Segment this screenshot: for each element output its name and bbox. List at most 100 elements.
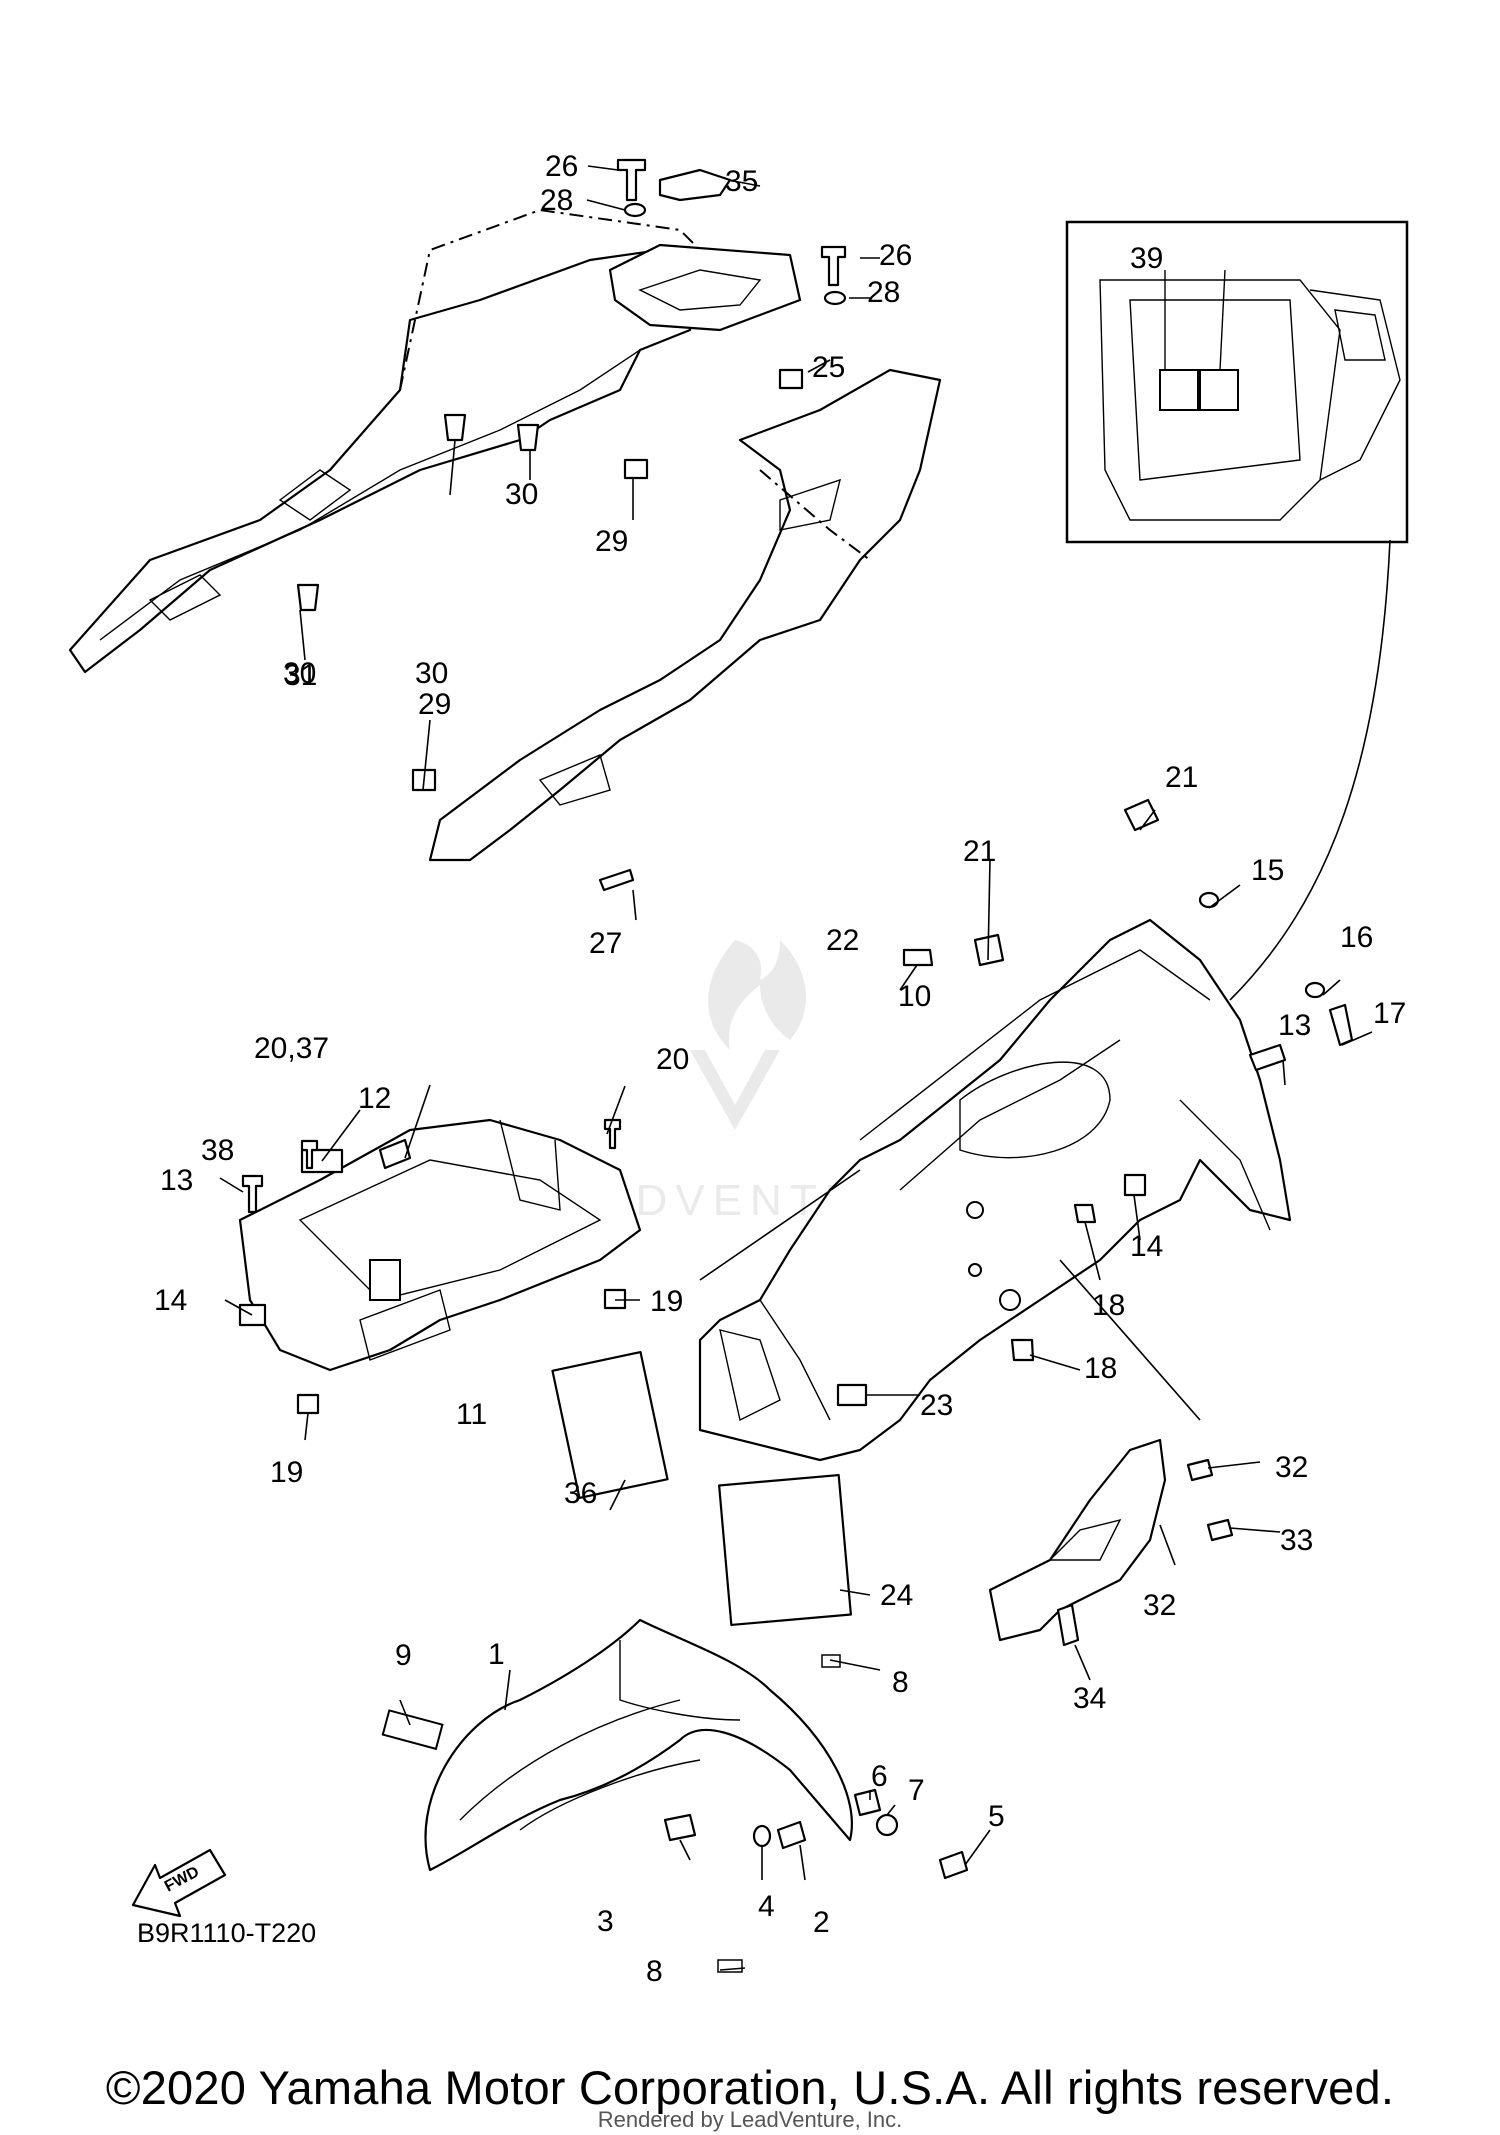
callout: 28 [867, 276, 900, 309]
bolt-icon [1328, 1003, 1354, 1047]
bolt-icon [598, 868, 635, 892]
screw-icon [300, 1139, 319, 1170]
mud-flap [718, 1473, 852, 1627]
rivet-icon [516, 423, 540, 452]
callout: 29 [595, 525, 628, 558]
battery-box [238, 1118, 642, 1372]
screw-icon [603, 1118, 622, 1150]
rivet-icon [443, 413, 467, 442]
inset-detail [1065, 220, 1409, 1001]
clip-icon [623, 458, 649, 480]
callout: 8 [646, 1955, 663, 1988]
washer-icon [875, 1813, 899, 1837]
callout: 18 [1084, 1352, 1117, 1385]
washer-icon [623, 202, 647, 218]
tail-cover [988, 1438, 1167, 1642]
nut-icon [853, 1788, 882, 1817]
callout: 8 [892, 1666, 909, 1699]
screw-icon [1056, 1603, 1080, 1647]
screw-icon [1186, 1458, 1214, 1482]
clip-icon [378, 1138, 412, 1170]
bolt-icon [938, 1850, 969, 1880]
callout: 30 [505, 478, 538, 511]
bolt-icon [776, 1820, 807, 1850]
callout: 6 [871, 1760, 888, 1793]
callout: 31 [284, 659, 317, 692]
callout: 2 [813, 1906, 830, 1939]
grommet-icon [836, 1383, 868, 1407]
callout: 32 [1143, 1589, 1176, 1622]
rear-fender [698, 918, 1292, 1462]
seat-cowling [68, 208, 942, 862]
callout: 13 [160, 1164, 193, 1197]
callout: 19 [650, 1285, 683, 1318]
bolt-icon [1248, 1043, 1287, 1072]
callout: 24 [880, 1579, 913, 1612]
clip-icon [778, 368, 804, 390]
callout: 25 [812, 351, 845, 384]
callout: 33 [1280, 1524, 1313, 1557]
bolt-icon [241, 1174, 264, 1214]
callout: 11 [456, 1398, 487, 1431]
leader-lines [219, 165, 1373, 1971]
callout: 35 [725, 165, 758, 198]
washer-icon [1304, 981, 1326, 999]
rivet-icon [296, 583, 320, 612]
callout: 21 [963, 835, 996, 868]
washer-icon [1198, 891, 1220, 909]
washer-icon [752, 1824, 772, 1848]
reflector-plate [551, 1350, 669, 1500]
nut-icon [603, 1288, 627, 1310]
callout: 13 [1278, 1009, 1311, 1042]
callout: 38 [201, 1134, 234, 1167]
callout: 32 [1275, 1451, 1308, 1484]
callout: 36 [564, 1477, 597, 1510]
front-fender [424, 1618, 853, 1872]
callout: 21 [1165, 761, 1198, 794]
rendered-by-text: Rendered by LeadVenture, Inc. [597, 2107, 903, 2132]
callout: 1 [488, 1638, 505, 1671]
callout: 26 [879, 239, 912, 272]
callout: 12 [358, 1082, 391, 1115]
callout: 14 [1130, 1230, 1163, 1263]
screw-icon [1206, 1518, 1234, 1542]
callout: 22 [826, 924, 859, 957]
callout: 39 [1130, 242, 1163, 275]
callout: 15 [1251, 854, 1284, 887]
clip-icon [1123, 1173, 1147, 1197]
grommet-icon [658, 168, 732, 202]
nut-icon [296, 1393, 320, 1415]
clip-icon [1123, 798, 1160, 832]
callout: 23 [920, 1389, 953, 1422]
callout: 19 [270, 1456, 303, 1489]
emblem-icon [381, 1709, 444, 1751]
callout: 34 [1073, 1682, 1106, 1715]
callout: 16 [1340, 921, 1373, 954]
callout: 20 [656, 1043, 689, 1076]
callout: 28 [540, 184, 573, 217]
callout: 4 [758, 1890, 775, 1923]
clip-icon [1073, 1203, 1097, 1224]
callout: 10 [898, 980, 931, 1013]
washer-icon [823, 290, 847, 306]
callout: 18 [1092, 1289, 1125, 1322]
callout: 9 [395, 1639, 412, 1672]
collar-icon [663, 1813, 697, 1842]
bolt-icon [820, 245, 847, 287]
callout: 5 [988, 1800, 1005, 1833]
copyright-text: ©2020 Yamaha Motor Corporation, U.S.A. A… [105, 2061, 1395, 2114]
callout: 30 [283, 657, 316, 690]
fwd-arrow-icon: FWD [131, 1848, 227, 1918]
bolt-icon [616, 158, 647, 202]
callout: 20,37 [254, 1032, 329, 1065]
callout: 27 [589, 927, 622, 960]
callout: 17 [1373, 997, 1406, 1030]
callout: 29 [418, 688, 451, 721]
clip-icon [1010, 1338, 1035, 1362]
diagram-code: B9R1110-T220 [137, 1918, 317, 1948]
grommet-icon [902, 948, 934, 967]
callout: 14 [154, 1284, 187, 1317]
callout-labels: 1 2 3 4 5 6 7 8 8 9 10 11 12 13 13 14 14… [154, 150, 1406, 1988]
callout: 30 [415, 657, 448, 690]
